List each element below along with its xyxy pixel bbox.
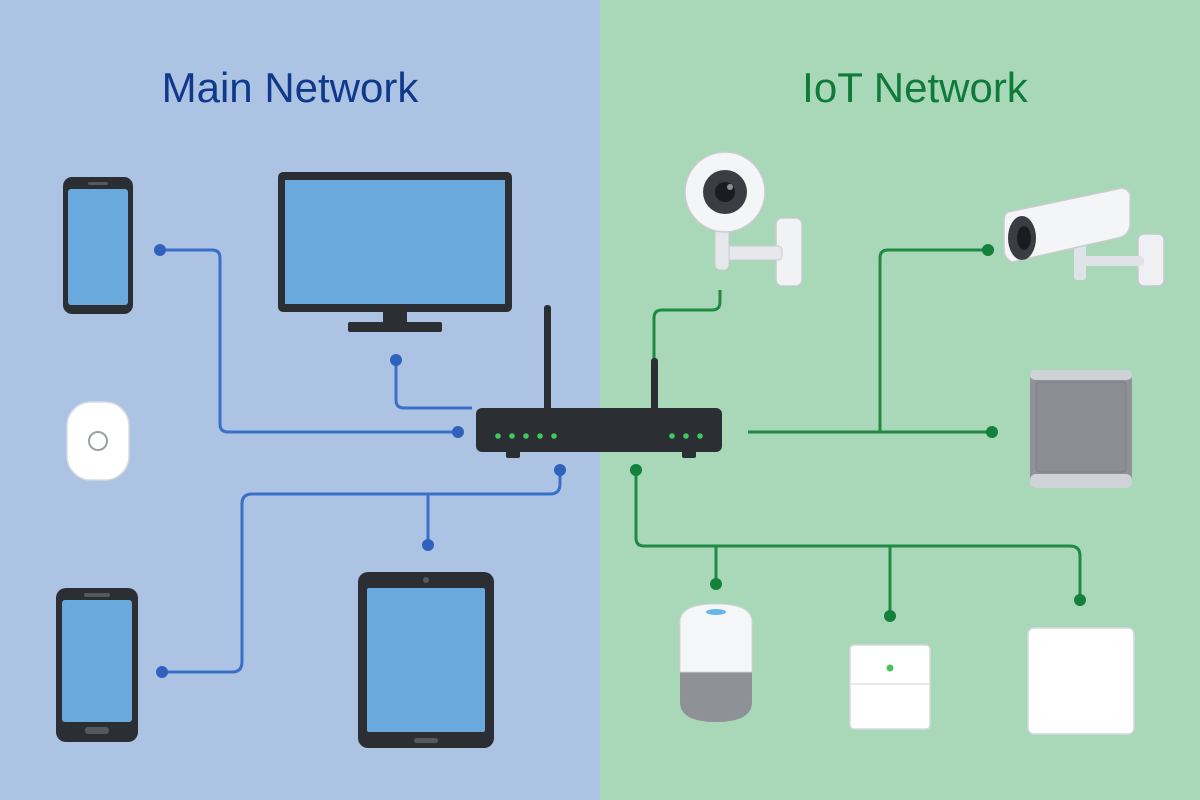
router-icon — [476, 305, 722, 458]
smart-speaker-cylinder-icon — [679, 603, 753, 722]
smartphone-android-icon — [56, 588, 138, 742]
iot-network-nodes — [630, 244, 1086, 622]
router-leds — [495, 433, 703, 439]
node-android — [156, 666, 168, 678]
router-body — [476, 408, 722, 452]
router-foot-right — [682, 450, 696, 458]
smartphone-icon — [63, 177, 133, 314]
main-network-nodes — [154, 244, 566, 678]
node-smart-panel — [1074, 594, 1086, 606]
desktop-monitor-icon — [278, 172, 512, 332]
link-dome-camera-router — [652, 290, 722, 376]
router-antenna-right — [651, 358, 658, 411]
node-monitor — [390, 354, 402, 366]
iot-network-title: IoT Network — [802, 64, 1029, 111]
link-monitor-router — [394, 360, 472, 410]
node-router-main — [452, 426, 464, 438]
node-smart-speaker — [710, 578, 722, 590]
link-smartphone-router — [160, 248, 458, 434]
node-speaker-box — [986, 426, 998, 438]
iot-network-links — [634, 248, 1082, 616]
access-point-icon — [66, 401, 130, 481]
security-camera-bullet-icon — [1003, 187, 1165, 287]
security-camera-dome-icon — [684, 151, 803, 287]
smart-panel-icon — [1027, 627, 1135, 735]
node-bullet-camera — [982, 244, 994, 256]
link-bullet-camera — [878, 248, 988, 432]
tablet-icon — [358, 572, 494, 748]
node-tablet — [422, 539, 434, 551]
main-network-links — [160, 248, 562, 674]
router-antenna-left — [544, 305, 551, 411]
router-foot-left — [506, 450, 520, 458]
link-router-iot-bottom — [634, 470, 1082, 600]
main-network-title: Main Network — [162, 64, 420, 111]
node-smartphone — [154, 244, 166, 256]
smart-hub-icon — [849, 644, 931, 730]
link-android-router — [162, 470, 562, 674]
smart-speaker-box-icon — [1030, 370, 1132, 488]
node-smart-hub — [884, 610, 896, 622]
node-router-iot-bottom — [630, 464, 642, 476]
node-router-main-bottom — [554, 464, 566, 476]
